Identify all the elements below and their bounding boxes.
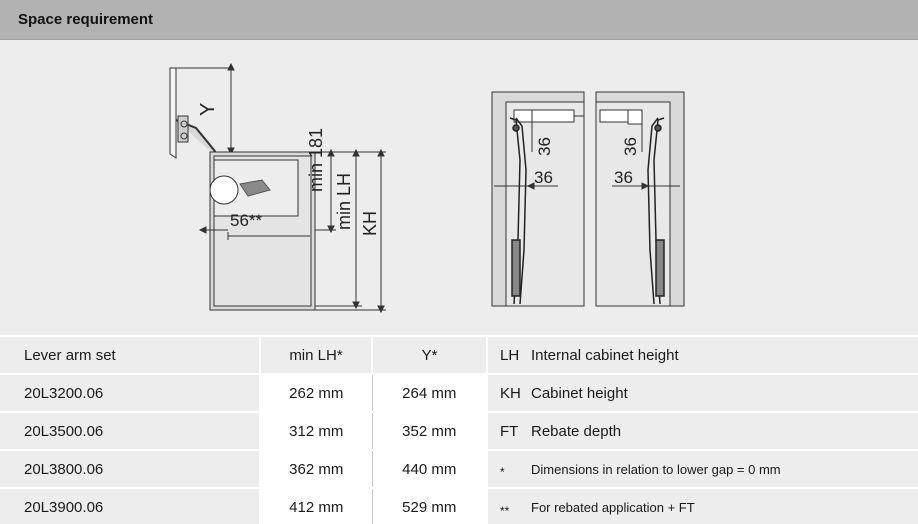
table-row: 20L3900.06 412 mm 529 mm ** For rebated … bbox=[0, 487, 918, 524]
header-lever-arm-set: Lever arm set bbox=[0, 335, 261, 374]
table-row: 20L3200.06 262 mm 264 mm KH Cabinet heig… bbox=[0, 373, 918, 413]
dim-label-36-left-vertical: 36 bbox=[535, 137, 554, 156]
legend-abbr: * bbox=[486, 449, 531, 488]
table-header-row: Lever arm set min LH* Y* LH Internal cab… bbox=[0, 335, 918, 375]
row-min-lh: 362 mm bbox=[260, 449, 373, 489]
dim-label-kh: KH bbox=[360, 211, 380, 236]
dim-label-rebate: 56** bbox=[230, 211, 263, 230]
dim-label-minLH: min LH bbox=[334, 173, 354, 230]
section-title: Space requirement bbox=[18, 11, 154, 28]
technical-drawing: Y min 181 min LH KH 56** 36 36 36 36 bbox=[169, 62, 685, 314]
header-min-lh: min LH* bbox=[260, 335, 373, 375]
table-row: 20L3500.06 312 mm 352 mm FT Rebate depth bbox=[0, 411, 918, 451]
row-y: 264 mm bbox=[372, 373, 487, 413]
side-view-drawing bbox=[169, 62, 386, 314]
legend-abbr: ** bbox=[486, 487, 531, 524]
row-name: 20L3200.06 bbox=[0, 373, 261, 412]
left-lift-mechanism bbox=[509, 117, 527, 305]
legend-abbr: KH bbox=[486, 373, 531, 412]
lever-arm-table: Lever arm set min LH* Y* LH Internal cab… bbox=[0, 335, 918, 524]
technical-drawing-area: Y min 181 min LH KH 56** 36 36 36 36 bbox=[0, 40, 918, 340]
legend-desc: Rebate depth bbox=[531, 411, 918, 450]
row-y: 352 mm bbox=[372, 411, 487, 451]
dim-label-min181: min 181 bbox=[306, 128, 326, 192]
dim-label-y: Y bbox=[197, 103, 219, 116]
header-y: Y* bbox=[372, 335, 487, 375]
row-name: 20L3900.06 bbox=[0, 487, 261, 524]
row-min-lh: 412 mm bbox=[260, 487, 373, 524]
row-y: 529 mm bbox=[372, 487, 487, 524]
row-name: 20L3800.06 bbox=[0, 449, 261, 488]
dim-label-36-right-vertical: 36 bbox=[621, 137, 640, 156]
legend-abbr: LH bbox=[486, 335, 531, 374]
dim-label-36-right-horizontal: 36 bbox=[614, 168, 633, 187]
section-header: Space requirement bbox=[0, 0, 918, 40]
legend-abbr: FT bbox=[486, 411, 531, 450]
legend-desc: For rebated application + FT bbox=[531, 487, 918, 524]
row-y: 440 mm bbox=[372, 449, 487, 489]
row-min-lh: 312 mm bbox=[260, 411, 373, 451]
dim-label-36-left-horizontal: 36 bbox=[534, 168, 553, 187]
front-view-drawing bbox=[491, 91, 685, 307]
row-min-lh: 262 mm bbox=[260, 373, 373, 413]
legend-desc: Internal cabinet height bbox=[531, 335, 918, 374]
legend-desc: Cabinet height bbox=[531, 373, 918, 412]
row-name: 20L3500.06 bbox=[0, 411, 261, 450]
table-row: 20L3800.06 362 mm 440 mm * Dimensions in… bbox=[0, 449, 918, 489]
legend-desc: Dimensions in relation to lower gap = 0 … bbox=[531, 449, 918, 488]
right-lift-mechanism bbox=[647, 117, 665, 305]
